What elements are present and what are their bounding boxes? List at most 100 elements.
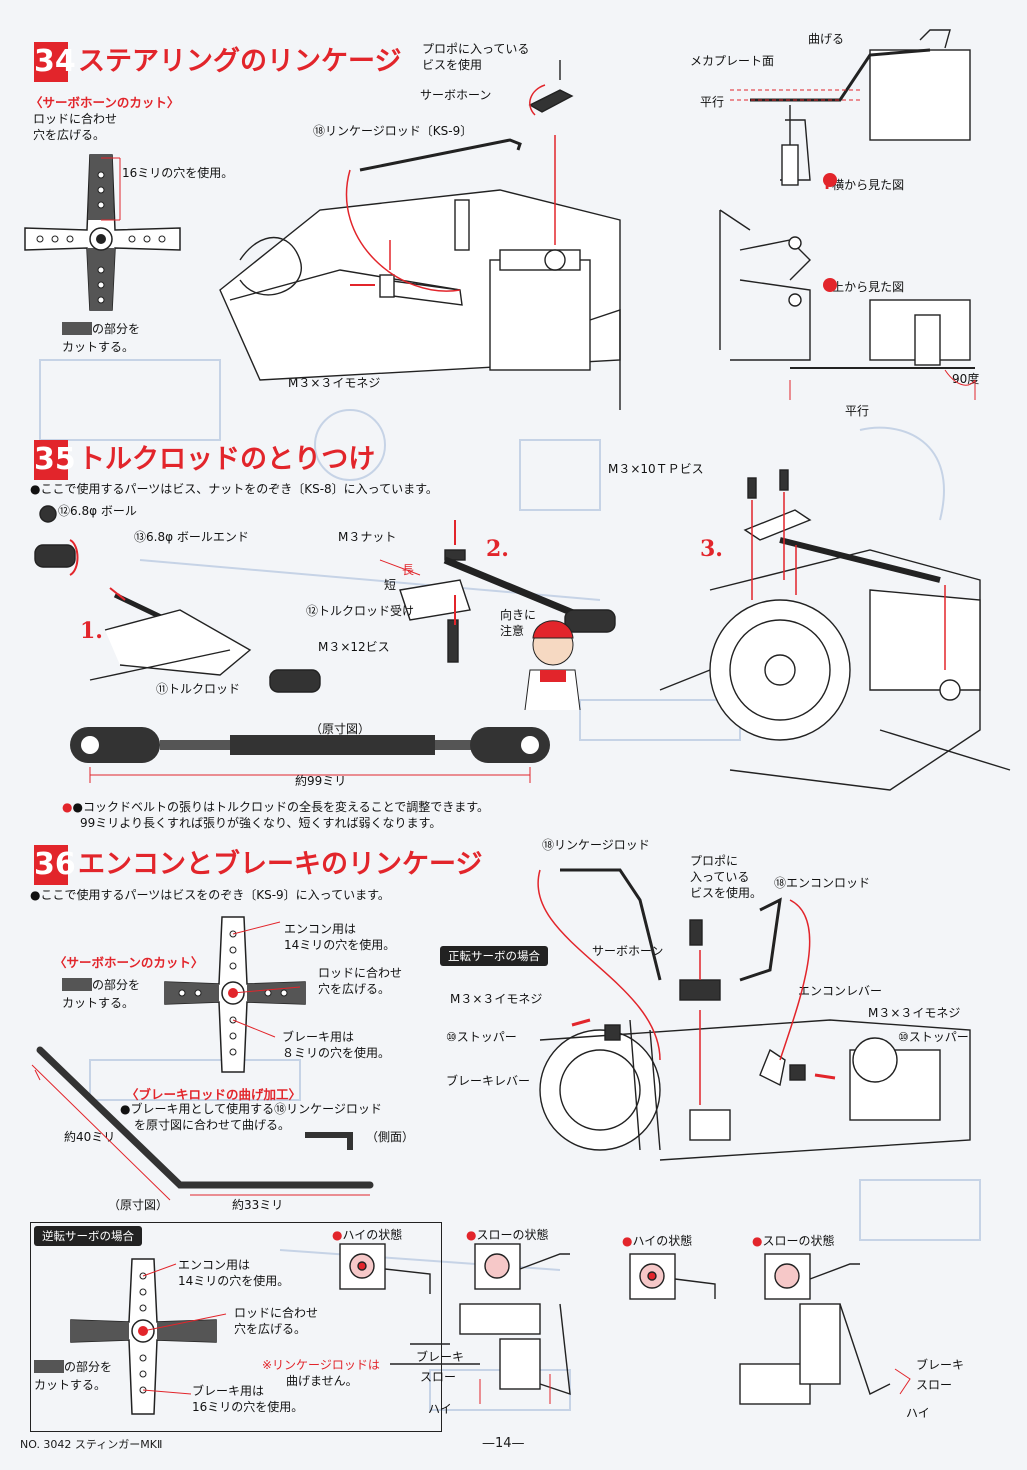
servo-horn-cross-36 bbox=[164, 916, 306, 1073]
linkage-rod-label-36: ⑱リンケージロッド bbox=[542, 838, 650, 852]
rev-brake-hole-line2: 16ミリの穴を使用。 bbox=[192, 1400, 304, 1414]
slow-state-label-b: ●スローの状態 bbox=[752, 1234, 835, 1248]
long-label: 長 bbox=[402, 563, 415, 577]
servo-horn-label-36: サーボホーン bbox=[592, 944, 664, 958]
rev-encon-hole-line2: 14ミリの穴を使用。 bbox=[178, 1274, 290, 1288]
propo-screw-note-line1: プロポに入っている bbox=[422, 42, 530, 56]
stopper-label-b: ⑩ストッパー bbox=[898, 1030, 969, 1044]
page-number: —14— bbox=[482, 1436, 525, 1451]
normal-servo-tag: 正転サーボの場合 bbox=[440, 946, 548, 966]
side-and-top-view-drawing bbox=[719, 29, 976, 400]
brake-label-a: ブレーキ bbox=[416, 1350, 465, 1364]
torque-rod-actual-size-drawing bbox=[70, 727, 550, 783]
rev-cut-line1: の部分を bbox=[34, 1360, 112, 1375]
ball-label: ⑫6.8φ ボール bbox=[58, 504, 137, 518]
servo-horn-cross-reverse bbox=[70, 1258, 227, 1415]
high-slow-state-drawings bbox=[339, 1243, 911, 1405]
m3-nut-label: M３ナット bbox=[338, 530, 397, 544]
rev-rod-hole-line1: ロッドに合わせ bbox=[234, 1306, 319, 1320]
brake-rod-bend-drawing bbox=[31, 1046, 374, 1201]
steering-linkage-drawing bbox=[219, 60, 621, 410]
bend-label: 曲げる bbox=[808, 32, 845, 46]
brake-lever-label: ブレーキレバー bbox=[446, 1074, 531, 1088]
m3x10-tp-screw-label: M３×10ＴＰビス bbox=[608, 462, 704, 476]
linkage-rod-label-34: ⑱リンケージロッド〔KS-9〕 bbox=[313, 124, 473, 138]
direction-note-line1: 向きに bbox=[500, 608, 537, 622]
section-title-34: ステアリングのリンケージ bbox=[78, 46, 402, 77]
throttle-brake-linkage-drawing bbox=[537, 868, 971, 1161]
cut-note-line2: カットする。 bbox=[62, 340, 135, 354]
rev-cut-line2: カットする。 bbox=[34, 1378, 107, 1392]
servo-horn-label-34: サーボホーン bbox=[420, 88, 492, 102]
encon-rod-label: ⑱エンコンロッド bbox=[774, 876, 871, 890]
high-state-label-b: ●ハイの状態 bbox=[622, 1234, 693, 1248]
torque-rod-assembly-drawing bbox=[34, 505, 616, 693]
section-number-35: 35 bbox=[34, 440, 76, 480]
parts-note-36: ●ここで使用するパーツはビスをのぞき〔KS-9〕に入っています。 bbox=[30, 888, 390, 902]
footer-model: NO. 3042 スティンガーMKⅡ bbox=[20, 1438, 163, 1451]
servo-horn-cut-title-36: 〈サーボホーンのカット〉 bbox=[54, 955, 204, 970]
mecha-plate-label: メカプレート面 bbox=[690, 54, 775, 68]
section-number-36: 36 bbox=[34, 845, 76, 885]
propo-note-36-line1: プロポに bbox=[690, 854, 739, 868]
hole-16mm-note: 16ミリの穴を使用。 bbox=[122, 166, 234, 180]
slow-state-label-a: ●スローの状態 bbox=[466, 1228, 549, 1242]
no-bend-note-line2: 曲げません。 bbox=[286, 1374, 358, 1388]
section-title-36: エンコンとブレーキのリンケージ bbox=[78, 849, 483, 880]
rod-hole-36-line1: ロッドに合わせ bbox=[318, 966, 403, 980]
brake-hole-note-line2: ８ミリの穴を使用。 bbox=[282, 1046, 391, 1060]
cut-note-36-line1: の部分を bbox=[62, 978, 140, 993]
rod-hole-note-line2: 穴を広げる。 bbox=[33, 128, 106, 142]
cut-note-line1: の部分を bbox=[62, 322, 140, 337]
belt-tension-note-line2: 99ミリより長くすれば張りが強くなり、短くすれば弱くなります。 bbox=[80, 816, 442, 830]
brake-rod-bend-note-line2: を原寸図に合わせて曲げる。 bbox=[134, 1118, 291, 1132]
high-label-b: ハイ bbox=[906, 1406, 930, 1420]
brake-hole-note-line1: ブレーキ用は bbox=[282, 1030, 355, 1044]
parallel-label-top: 平行 bbox=[700, 95, 725, 109]
actual-size-label-36: （原寸図） bbox=[108, 1198, 169, 1212]
rod-hole-36-line2: 穴を広げる。 bbox=[318, 982, 391, 996]
torque-rod-receiver-label: ⑫トルクロッド受け bbox=[306, 604, 415, 618]
mechanic-mascot-icon bbox=[524, 620, 581, 711]
section-number-34: 34 bbox=[34, 42, 76, 82]
encon-hole-note-line1: エンコン用は bbox=[284, 922, 357, 936]
m3x3-set-screw-label-34: M３×３イモネジ bbox=[288, 376, 381, 390]
cut-note-36-line2: カットする。 bbox=[62, 996, 135, 1010]
brake-rod-bend-note-line1: ●ブレーキ用として使用する⑱リンケージロッド bbox=[120, 1102, 382, 1116]
stopper-label-a: ⑩ストッパー bbox=[446, 1030, 517, 1044]
chassis-torque-rod-drawing bbox=[659, 469, 1011, 791]
parallel-label-bottom: 平行 bbox=[845, 404, 870, 418]
rev-encon-hole-line1: エンコン用は bbox=[178, 1258, 251, 1272]
length-99mm-label: 約99ミリ bbox=[295, 774, 347, 788]
rev-brake-hole-line1: ブレーキ用は bbox=[192, 1384, 265, 1398]
rev-rod-hole-line2: 穴を広げる。 bbox=[234, 1322, 307, 1336]
step-1: 1. bbox=[80, 618, 103, 644]
high-label-a: ハイ bbox=[428, 1402, 452, 1416]
slow-label-b: スロー bbox=[916, 1378, 953, 1392]
rod-hole-note-line1: ロッドに合わせ bbox=[33, 112, 118, 126]
brake-label-b: ブレーキ bbox=[916, 1358, 965, 1372]
reverse-servo-box bbox=[30, 1222, 442, 1432]
section-title-35: トルクロッドのとりつけ bbox=[78, 444, 376, 475]
belt-tension-note-line1: ●●コックドベルトの張りはトルクロッドの全長を変えることで調整できます。 bbox=[62, 800, 490, 814]
no-bend-note-line1: ※リンケージロッドは bbox=[262, 1358, 380, 1372]
propo-note-36-line2: 入っている bbox=[690, 870, 750, 884]
m3x3-set-screw-label-36a: M３×３イモネジ bbox=[450, 992, 543, 1006]
step-3: 3. bbox=[700, 536, 723, 562]
ball-end-label: ⑬6.8φ ボールエンド bbox=[134, 530, 249, 544]
high-state-label-a: ●ハイの状態 bbox=[332, 1228, 403, 1242]
gray-swatch bbox=[62, 322, 92, 335]
m3x3-set-screw-label-36b: M３×３イモネジ bbox=[868, 1006, 961, 1020]
short-label: 短 bbox=[384, 578, 397, 592]
side-view-label-36: （側面） bbox=[366, 1130, 415, 1144]
m3x12-screw-label: M３×12ビス bbox=[318, 640, 390, 654]
reverse-servo-tag: 逆転サーボの場合 bbox=[34, 1226, 142, 1246]
actual-size-label-35: （原寸図） bbox=[310, 722, 371, 736]
step-2: 2. bbox=[486, 536, 509, 562]
encon-lever-label: エンコンレバー bbox=[798, 984, 883, 998]
propo-note-36-line3: ビスを使用。 bbox=[690, 886, 763, 900]
parts-note-35: ●ここで使用するパーツはビス、ナットをのぞき〔KS-8〕に入っています。 bbox=[30, 482, 438, 496]
propo-screw-note-line2: ビスを使用 bbox=[422, 58, 483, 72]
direction-note-line2: 注意 bbox=[500, 624, 525, 638]
